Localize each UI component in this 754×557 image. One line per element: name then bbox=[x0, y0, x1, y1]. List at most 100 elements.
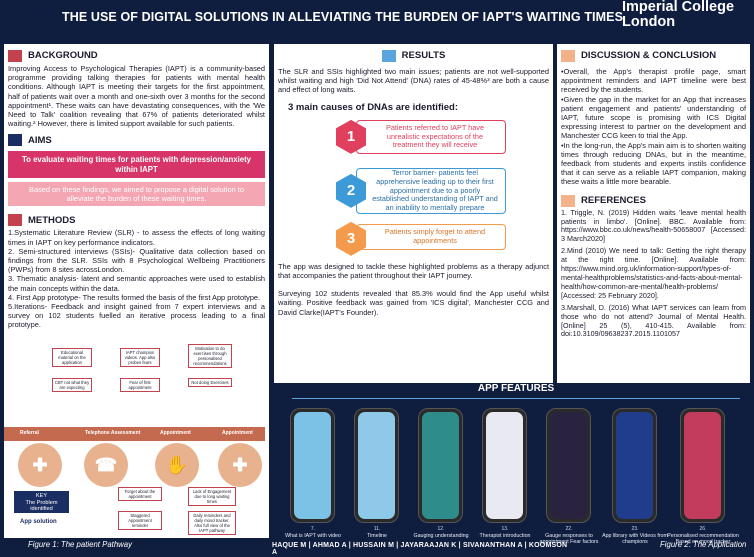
pathway-node: Forget about the appointment bbox=[118, 487, 162, 501]
app-screen-3 bbox=[418, 408, 463, 523]
stage-label: Appointment bbox=[222, 430, 253, 436]
feature-number: 23. bbox=[631, 526, 639, 532]
left-column: BACKGROUND Improving Access to Psycholog… bbox=[4, 44, 269, 383]
feature-label: Gauging understanding bbox=[413, 533, 469, 539]
figure-1-caption: Figure 1: The patient Pathway bbox=[28, 540, 133, 549]
app-features-figure: APP FEATURES 7.What is IAPT with video 11… bbox=[282, 383, 750, 545]
feature-number: 22. bbox=[565, 526, 573, 532]
phone-screen bbox=[422, 412, 459, 519]
phone-icon: ☎ bbox=[84, 443, 128, 487]
pathway-node: Lack of Engagement due to long waiting t… bbox=[188, 487, 236, 506]
phone-screen bbox=[294, 412, 331, 519]
feature-label: Therapist introduction bbox=[479, 533, 531, 539]
phone-screen bbox=[486, 412, 523, 519]
cause-number: 3 bbox=[336, 221, 366, 256]
institution-logo: Imperial College London bbox=[622, 0, 734, 30]
cause-text: Patients simply forget to attend appoint… bbox=[356, 223, 506, 250]
cause-number: 2 bbox=[336, 173, 366, 208]
cause-text: Patients referred to IAPT have unrealist… bbox=[356, 119, 506, 154]
header: THE USE OF DIGITAL SOLUTIONS IN ALLEVIAT… bbox=[0, 0, 754, 38]
poster-title: THE USE OF DIGITAL SOLUTIONS IN ALLEVIAT… bbox=[62, 10, 624, 24]
features-title: APP FEATURES bbox=[477, 383, 555, 394]
referral-icon: ✚ bbox=[18, 443, 62, 487]
pathway-node: CBT not what they are expecting bbox=[52, 378, 92, 392]
right-column: DISCUSSION & CONCLUSION •Overall, the Ap… bbox=[557, 44, 750, 383]
pathway-node: Not doing Exercises bbox=[188, 378, 232, 387]
section-marker-icon bbox=[8, 214, 22, 227]
pathway-node: Staggered Appointment reminder bbox=[118, 511, 162, 530]
phone-screen bbox=[358, 412, 395, 519]
reference-item[interactable]: 2.Mind (2010) We need to talk: Getting t… bbox=[561, 246, 746, 300]
stage-label: Telephone Assessment bbox=[85, 430, 141, 436]
cause-item: Patients simply forget to attend appoint… bbox=[278, 221, 549, 256]
handshake-icon: ✋ bbox=[155, 443, 199, 487]
feature-number: 11. bbox=[373, 526, 381, 532]
aims-title: AIMS bbox=[28, 134, 52, 146]
section-marker-icon bbox=[8, 134, 22, 147]
methods-title: METHODS bbox=[28, 214, 76, 226]
clipboard-icon: ✚ bbox=[218, 443, 262, 487]
discussion-text: •Overall, the App's therapist profile pa… bbox=[561, 67, 746, 187]
background-heading: BACKGROUND bbox=[8, 48, 265, 64]
middle-column: RESULTS The SLR and SSIs highlighted two… bbox=[274, 44, 553, 383]
feature-label: Gauge responses to appointment Fear fact… bbox=[539, 533, 599, 545]
cause-text: Terror barrier- patients feel apprehensi… bbox=[356, 167, 506, 214]
aims-heading: AIMS bbox=[8, 132, 265, 148]
methods-heading: METHODS bbox=[8, 212, 265, 228]
aims-sub: Based on these findings, we aimed to pro… bbox=[8, 182, 265, 207]
feature-label: Personalised recommendation Based on moo… bbox=[667, 533, 739, 545]
features-divider bbox=[292, 398, 740, 399]
background-title: BACKGROUND bbox=[28, 50, 98, 62]
pathway-node: Educational material on the application bbox=[52, 348, 92, 367]
section-marker-icon bbox=[381, 50, 396, 62]
results-para-1: The app was designed to tackle these hig… bbox=[278, 261, 549, 281]
phone-screen bbox=[550, 412, 587, 519]
results-title: RESULTS bbox=[401, 50, 446, 62]
pathway-node: IAPT champion videos. App also probes fe… bbox=[120, 348, 160, 367]
app-screen-2 bbox=[354, 408, 399, 523]
causes-title: 3 main causes of DNAs are identified: bbox=[288, 101, 458, 113]
figure-2-caption: Figure 2: The Application bbox=[660, 540, 747, 549]
phone-screen bbox=[684, 412, 721, 519]
feature-label: Timeline bbox=[367, 533, 387, 539]
phone-screen bbox=[616, 412, 653, 519]
results-para-2: Surveying 102 students revealed that 85.… bbox=[278, 289, 549, 317]
cause-item: Terror barrier- patients feel apprehensi… bbox=[278, 164, 549, 218]
stage-label: Appointment bbox=[160, 430, 191, 436]
logo-line-1: Imperial College bbox=[622, 0, 735, 15]
references-heading: REFERENCES bbox=[561, 193, 746, 209]
app-screen-4 bbox=[482, 408, 527, 523]
pathway-node: Fear of first appointment bbox=[120, 378, 160, 392]
section-marker-icon bbox=[8, 50, 22, 62]
cause-item: Patients referred to IAPT have unrealist… bbox=[278, 116, 549, 160]
methods-text: 1.Systematic Literature Review (SLR) - t… bbox=[8, 228, 265, 330]
pathway-node: Motivation to do exercises through perso… bbox=[188, 344, 232, 368]
results-heading: RESULTS bbox=[278, 48, 549, 64]
key-problem: KEY The Problem identified bbox=[14, 491, 69, 513]
feature-label: App library with Videos from champions bbox=[602, 533, 668, 545]
app-screen-6 bbox=[612, 408, 657, 523]
discussion-title: DISCUSSION & CONCLUSION bbox=[581, 50, 717, 62]
pathway-node: Daily reminders and daily mood tracker. … bbox=[188, 511, 236, 535]
feature-label: What is IAPT with video bbox=[285, 533, 341, 539]
feature-number: 12. bbox=[437, 526, 445, 532]
pathway-band bbox=[4, 427, 265, 441]
feature-number: 26. bbox=[699, 526, 707, 532]
stage-label: Referral bbox=[20, 430, 39, 436]
feature-number: 13. bbox=[501, 526, 509, 532]
reference-item[interactable]: 3.Marshall, D. (2016) What IAPT services… bbox=[561, 302, 746, 339]
app-screen-1 bbox=[290, 408, 335, 523]
key-solution: App solution bbox=[20, 519, 57, 525]
app-screen-7 bbox=[680, 408, 725, 523]
reference-item[interactable]: 1. Triggle, N. (2019) Hidden waits 'leav… bbox=[561, 207, 746, 244]
feature-number: 7. bbox=[310, 526, 316, 532]
section-marker-icon bbox=[561, 194, 575, 207]
authors: HAQUE M | AHMAD A | HUSSAIN M | JAYARAAJ… bbox=[272, 542, 568, 556]
aims-main: To evaluate waiting times for patients w… bbox=[8, 151, 265, 179]
section-marker-icon bbox=[561, 50, 575, 62]
results-intro: The SLR and SSIs highlighted two main is… bbox=[278, 67, 549, 95]
app-screen-5 bbox=[546, 408, 591, 523]
discussion-heading: DISCUSSION & CONCLUSION bbox=[561, 48, 746, 64]
logo-line-2: London bbox=[622, 14, 676, 30]
references-title: REFERENCES bbox=[581, 195, 646, 207]
